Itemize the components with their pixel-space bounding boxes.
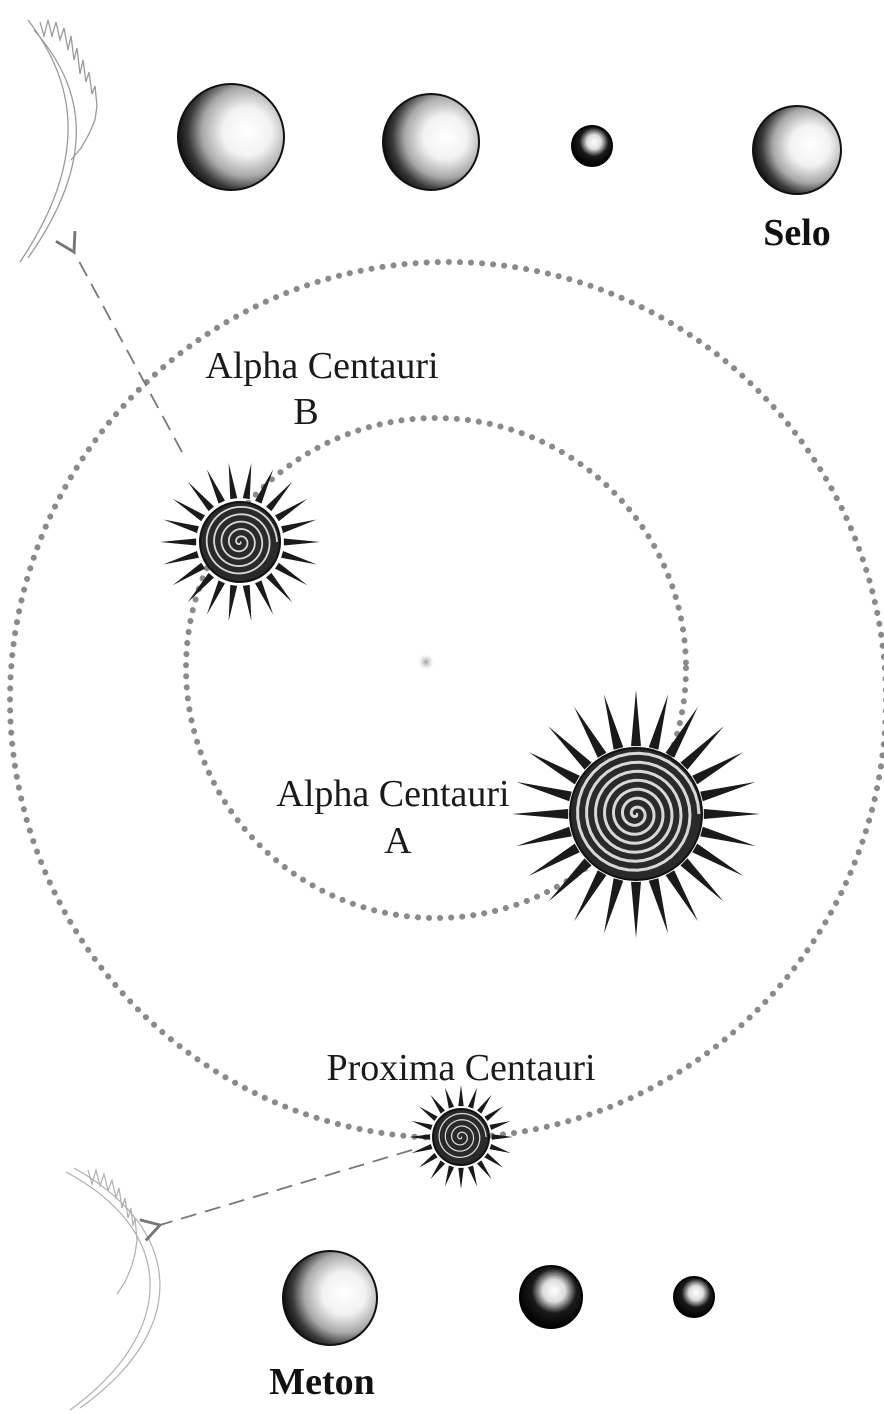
sun-ray — [458, 1168, 463, 1189]
sun-ray — [229, 585, 238, 621]
sun-ray — [680, 858, 723, 901]
sun-ray — [266, 573, 292, 603]
sun-ray — [680, 726, 723, 769]
planet-sphere-icon — [572, 126, 612, 166]
planet-sphere-icon — [383, 94, 479, 190]
sun-ray — [631, 882, 641, 938]
proxima-centauri-sun-icon — [409, 1085, 513, 1189]
sun-ray — [255, 580, 273, 614]
sun-ray — [631, 690, 641, 746]
sun-ray — [529, 752, 580, 784]
sun-ray — [445, 1166, 454, 1187]
sun-ray — [468, 1088, 477, 1109]
meton-label: Meton — [269, 1361, 375, 1403]
sun-ray — [529, 844, 580, 876]
planet-sphere-icon — [674, 1277, 714, 1317]
sun-ray — [700, 782, 756, 801]
sun-ray — [468, 1166, 477, 1187]
arrow-proxima-to-meton — [160, 1150, 412, 1225]
sun-ray — [512, 809, 568, 819]
planet-sphere-icon — [178, 84, 284, 190]
sun-ray — [412, 1121, 433, 1130]
sun-ray — [163, 551, 199, 565]
sun-ray — [484, 1106, 503, 1121]
sun-ray — [412, 1144, 433, 1153]
sun-ray — [173, 499, 205, 521]
sun-ray — [163, 519, 199, 533]
alpha-centauri-b-label-line1: Alpha Centauri — [205, 345, 438, 387]
alpha-centauri-a-label-line2: A — [384, 820, 412, 862]
sun-ray — [490, 1144, 511, 1153]
sun-ray — [574, 870, 606, 921]
sun-ray — [700, 827, 756, 846]
meton-system-planets — [283, 1251, 714, 1345]
meton-planet-icon — [283, 1251, 377, 1345]
barycenter-dot — [417, 653, 435, 671]
meton-horizon-sketch — [66, 1168, 160, 1410]
sun-ray — [484, 1153, 503, 1168]
sun-ray — [477, 1160, 492, 1179]
sun-ray — [548, 858, 591, 901]
sun-ray — [692, 844, 743, 876]
sun-ray — [430, 1160, 445, 1179]
sun-ray — [604, 878, 623, 934]
selo-label: Selo — [763, 212, 831, 254]
alpha-centauri-a-label-line1: Alpha Centauri — [276, 773, 509, 815]
sun-ray — [188, 482, 214, 512]
arrow-b-to-selo — [74, 252, 182, 452]
sun-ray — [692, 752, 743, 784]
sun-ray — [649, 694, 668, 750]
alpha-centauri-b-sun-icon — [160, 463, 320, 621]
sun-ray — [649, 878, 668, 934]
sun-ray — [574, 707, 606, 758]
sun-ray — [173, 563, 205, 585]
sun-ray — [666, 870, 698, 921]
alpha-centauri-a-sun-icon — [512, 690, 760, 938]
sun-ray — [419, 1106, 438, 1121]
alpha-centauri-b-label-line2: B — [293, 391, 318, 433]
sun-ray — [207, 469, 225, 503]
sun-ray — [243, 463, 252, 499]
selo-planet-icon — [753, 106, 841, 194]
sun-ray — [477, 1095, 492, 1114]
sun-ray — [604, 694, 623, 750]
sun-ray — [281, 519, 317, 533]
sun-ray — [229, 463, 238, 499]
selo-horizon-sketch — [20, 20, 97, 262]
sun-ray — [243, 585, 252, 621]
sun-ray — [281, 551, 317, 565]
sun-ray — [207, 580, 225, 614]
sun-ray — [266, 482, 292, 512]
sun-ray — [419, 1153, 438, 1168]
sun-ray — [490, 1121, 511, 1130]
sun-ray — [548, 726, 591, 769]
outer-orbit — [10, 262, 884, 1138]
sun-ray — [160, 538, 196, 545]
sun-ray — [255, 469, 273, 503]
sun-ray — [275, 563, 307, 585]
selo-system-planets — [178, 84, 841, 194]
planet-sphere-icon — [520, 1266, 582, 1328]
sun-ray — [516, 782, 572, 801]
sun-ray — [445, 1088, 454, 1109]
sun-ray — [284, 538, 320, 545]
sun-ray — [275, 499, 307, 521]
sun-ray — [704, 809, 760, 819]
proxima-centauri-label: Proxima Centauri — [326, 1047, 595, 1089]
sun-ray — [430, 1095, 445, 1114]
sun-ray — [516, 827, 572, 846]
